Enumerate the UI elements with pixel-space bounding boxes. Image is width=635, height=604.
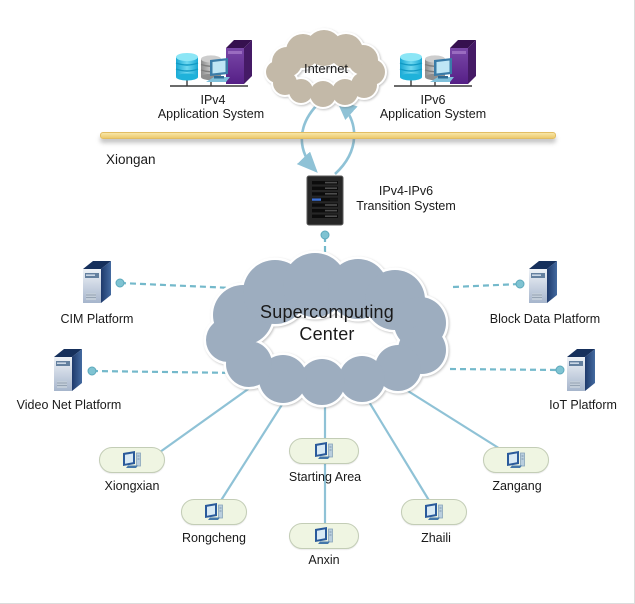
platform-label-video-net: Video Net Platform bbox=[16, 398, 122, 412]
platform-label-iot: IoT Platform bbox=[549, 398, 617, 412]
ipv4-application-system-icons bbox=[168, 34, 260, 92]
district-label-xiongxian: Xiongxian bbox=[104, 479, 160, 493]
district-label-anxin: Anxin bbox=[308, 553, 340, 567]
district-label-zhaili: Zhaili bbox=[421, 531, 451, 545]
district-label-rongcheng: Rongcheng bbox=[182, 531, 246, 545]
district-links bbox=[159, 380, 506, 527]
district-node-xiongxian bbox=[99, 447, 165, 473]
supercomputing-label-line2: Center bbox=[299, 324, 355, 344]
server-tower-icon bbox=[81, 259, 113, 309]
xiongan-boundary-line bbox=[100, 132, 556, 139]
database-icon bbox=[175, 53, 199, 81]
transition-system-label-line1: IPv4-IPv6 bbox=[378, 184, 434, 198]
workstation-icon bbox=[430, 58, 454, 82]
platform-label-block-data: Block Data Platform bbox=[489, 312, 601, 326]
server-tower-icon bbox=[52, 347, 84, 397]
rack-server-icon bbox=[305, 175, 345, 227]
district-node-zangang bbox=[483, 447, 549, 473]
platform-label-cim: CIM Platform bbox=[60, 312, 134, 326]
district-terminal-icon bbox=[507, 451, 525, 468]
link-endpoint-dots bbox=[87, 230, 565, 376]
ipv6-system-label-line1: IPv6 bbox=[420, 93, 446, 107]
district-label-zangang: Zangang bbox=[492, 479, 542, 493]
ipv4-system-label-line1: IPv4 bbox=[200, 93, 226, 107]
district-terminal-icon bbox=[425, 503, 443, 520]
district-terminal-icon bbox=[315, 527, 333, 544]
server-tower-icon bbox=[226, 40, 252, 84]
district-terminal-icon bbox=[123, 451, 141, 468]
ipv6-application-system-icons bbox=[392, 34, 484, 92]
internet-cloud-icon bbox=[264, 28, 387, 109]
server-tower-icon bbox=[565, 347, 597, 397]
district-terminal-icon bbox=[315, 442, 333, 459]
region-label: Xiongan bbox=[106, 152, 156, 167]
dashed-links bbox=[91, 236, 561, 375]
workstation-icon bbox=[206, 58, 230, 82]
district-label-starting-area: Starting Area bbox=[288, 470, 362, 484]
district-node-zhaili bbox=[401, 499, 467, 525]
district-node-rongcheng bbox=[181, 499, 247, 525]
server-tower-icon bbox=[450, 40, 476, 84]
district-node-anxin bbox=[289, 523, 359, 549]
internet-label: Internet bbox=[303, 61, 349, 76]
district-terminal-icon bbox=[205, 503, 223, 520]
transition-system-label-line2: Transition System bbox=[356, 199, 456, 213]
database-icon bbox=[399, 53, 423, 81]
ipv4-system-label-line2: Application System bbox=[157, 107, 265, 121]
district-node-starting-area bbox=[289, 438, 359, 464]
server-tower-icon bbox=[527, 259, 559, 309]
supercomputing-cloud-icon bbox=[203, 250, 449, 408]
supercomputing-label-line1: Supercomputing bbox=[260, 302, 394, 322]
ipv6-system-label-line2: Application System bbox=[379, 107, 487, 121]
